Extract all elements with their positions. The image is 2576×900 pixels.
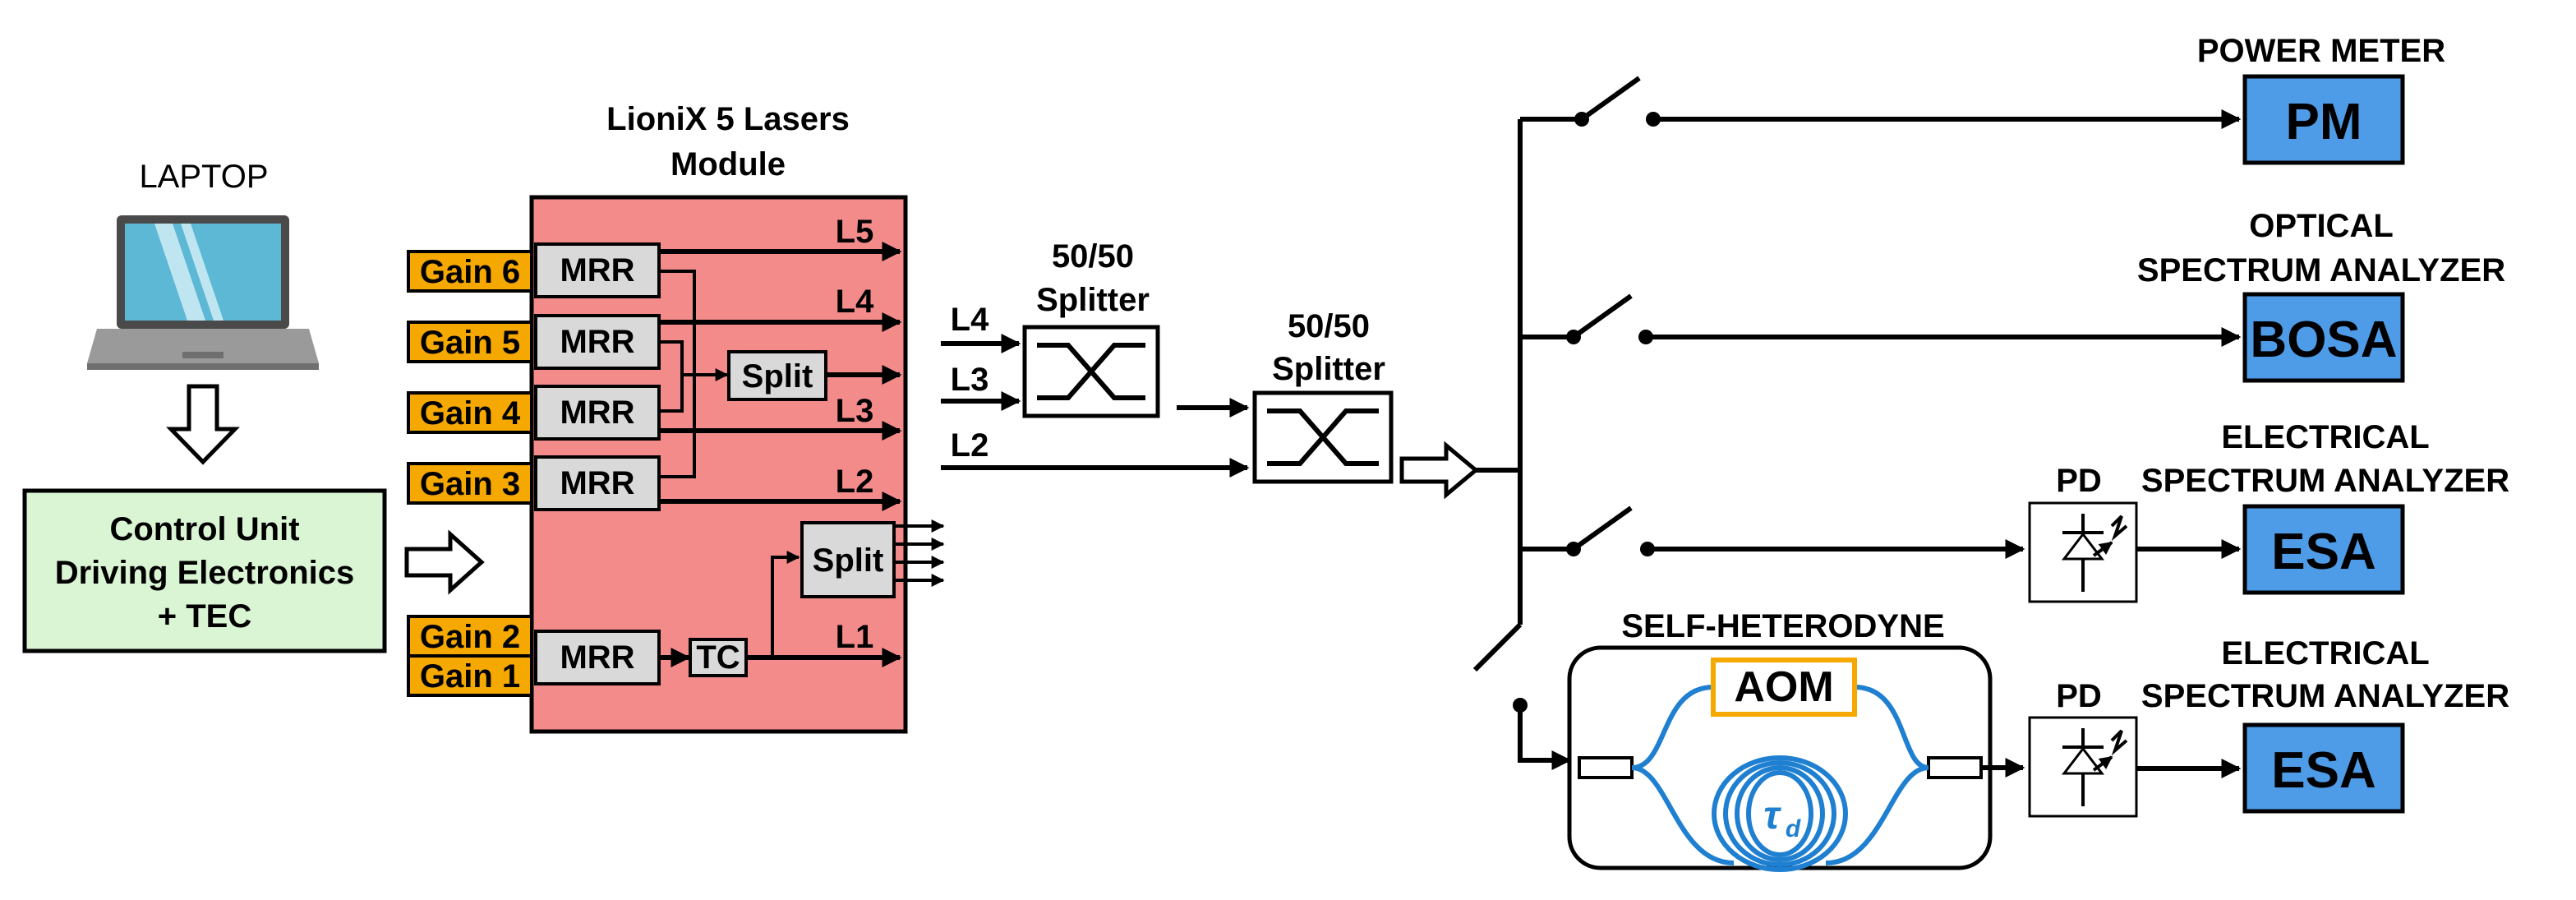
esa2-title-line2: SPECTRUM ANALYZER (2141, 678, 2509, 714)
module-title-line2: Module (670, 146, 786, 182)
module-waveguides (659, 242, 945, 667)
tc-label: TC (696, 639, 740, 676)
laptop-to-control-arrow (166, 384, 240, 465)
aom-label: AOM (1734, 663, 1833, 711)
mrr-blocks: MRR MRR MRR MRR MRR (534, 242, 661, 685)
gain-label: Gain 5 (420, 325, 520, 361)
split-block: Split (727, 350, 827, 401)
aom-block: AOM (1711, 658, 1857, 717)
esa1-title-line1: ELECTRICAL (2221, 419, 2429, 455)
esa-label: ESA (2271, 524, 2376, 580)
esa-1: ESA (2242, 504, 2405, 595)
gain-block: Gain 6 (407, 250, 533, 293)
mrr-block: MRR (534, 385, 661, 441)
self-heterodyne-box: τ d AOM (1567, 645, 2025, 872)
control-unit-line3: + TEC (158, 598, 251, 635)
osa-title-line2: SPECTRUM ANALYZER (2137, 252, 2505, 288)
splitter1 (1022, 325, 1160, 418)
delay-subscript: d (1786, 815, 1801, 842)
module-title-line1: LioniX 5 Lasers (606, 101, 850, 137)
splitter-to-switch-arrow (1399, 441, 1479, 500)
control-unit-line2: Driving Electronics (55, 555, 355, 591)
gain-block: Gain 1 (407, 654, 533, 697)
esa2-title-line1: ELECTRICAL (2221, 635, 2429, 672)
gain-block: Gain 4 (407, 391, 533, 434)
mrr-block: MRR (534, 630, 661, 685)
output-label: L5 (836, 214, 874, 250)
output-label: L3 (836, 393, 874, 429)
photodetector (2028, 716, 2138, 818)
pd-label: PD (2056, 678, 2102, 714)
laptop-icon (87, 215, 319, 370)
split-block: Split (800, 521, 896, 598)
output-label: L2 (836, 464, 874, 500)
mrr-block: MRR (534, 242, 661, 298)
delay-coil-icon (1712, 755, 1848, 872)
mrr-block: MRR (534, 455, 661, 511)
gain-label: Gain 6 (420, 254, 520, 290)
split-label: Split (742, 358, 813, 395)
output-label: L4 (836, 284, 874, 320)
laptop: LAPTOP (87, 159, 319, 370)
splitter2-title-line1: 50/50 (1288, 308, 1370, 344)
gain-label: Gain 4 (420, 395, 521, 432)
mrr-label: MRR (560, 639, 634, 676)
photodetector (2028, 501, 2138, 603)
gain-block: Gain 2 (407, 615, 533, 658)
pm-label: PM (2286, 94, 2362, 150)
control-to-module-arrow (404, 529, 485, 595)
mrr-label: MRR (560, 465, 634, 501)
gain-blocks: Gain 6 Gain 5 Gain 4 Gain 3 Gain 2 Gain … (407, 250, 533, 697)
control-unit-line1: Control Unit (109, 511, 299, 547)
esa-2: ESA (2242, 722, 2405, 814)
osa-title-line1: OPTICAL (2249, 208, 2394, 244)
optical-switches (1472, 76, 2242, 770)
splitter1-input-label: L4 (951, 302, 989, 338)
laptop-label: LAPTOP (139, 159, 268, 195)
tc-block: TC (689, 638, 748, 677)
pm-title: POWER METER (2197, 33, 2445, 69)
power-meter: PM (2242, 74, 2405, 165)
self-heterodyne-title: SELF-HETERODYNE (1621, 608, 1944, 644)
esa-label: ESA (2271, 742, 2376, 799)
splitter2-input-label: L2 (951, 427, 989, 464)
mrr-label: MRR (560, 324, 634, 360)
mrr-label: MRR (560, 395, 634, 431)
gain-block: Gain 5 (407, 321, 533, 363)
optical-spectrum-analyzer: BOSA (2242, 292, 2405, 383)
osa-label: BOSA (2250, 312, 2397, 368)
delay-symbol: τ (1763, 794, 1781, 838)
splitter2 (1252, 390, 1394, 484)
gain-label: Gain 2 (420, 619, 520, 655)
mrr-label: MRR (560, 252, 634, 288)
splitter1-title-line1: 50/50 (1052, 238, 1134, 275)
esa1-title-line2: SPECTRUM ANALYZER (2141, 463, 2509, 499)
splitter1-input-label: L3 (951, 362, 989, 398)
output-label: L1 (836, 619, 874, 655)
gain-label: Gain 1 (420, 658, 520, 695)
pd-label: PD (2056, 463, 2102, 499)
splitter2-title-line2: Splitter (1272, 351, 1385, 387)
mrr-block: MRR (534, 314, 661, 370)
gain-label: Gain 3 (420, 466, 520, 502)
control-unit: Control Unit Driving Electronics + TEC (22, 488, 387, 653)
split-label: Split (813, 542, 884, 579)
gain-block: Gain 3 (407, 462, 533, 505)
splitter1-title-line2: Splitter (1036, 282, 1150, 318)
